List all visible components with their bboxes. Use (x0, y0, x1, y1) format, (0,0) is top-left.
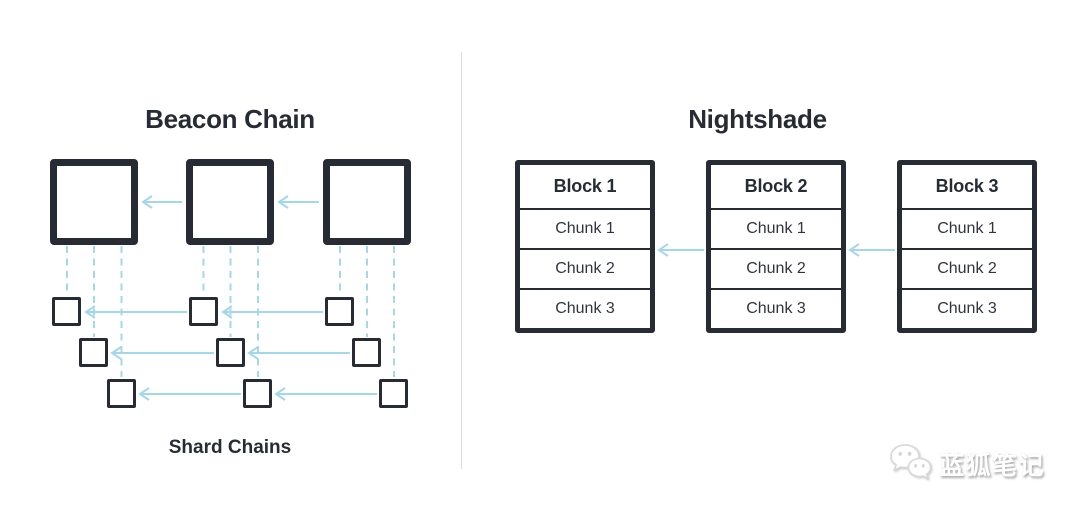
chunk-row: Chunk 2 (711, 250, 841, 290)
nightshade-block-table-3: Block 3 Chunk 1 Chunk 2 Chunk 3 (897, 160, 1037, 333)
nightshade-arrows (657, 243, 895, 257)
watermark: 蓝狐笔记 (888, 443, 1045, 485)
shard-block-r3c2 (243, 379, 272, 408)
beacon-block-3 (323, 159, 411, 245)
beacon-block-2 (186, 159, 274, 245)
shard-block-r2c2 (216, 338, 245, 367)
chunk-row: Chunk 3 (555, 300, 615, 317)
chunk-row: Chunk 2 (902, 250, 1032, 290)
chunk-row: Chunk 3 (746, 300, 806, 317)
chunk-row: Chunk 3 (937, 300, 997, 317)
section-divider (461, 52, 462, 469)
shard-row1-arrows (84, 305, 323, 319)
watermark-text: 蓝狐笔记 (939, 452, 1046, 480)
beacon-chain-arrows (141, 195, 319, 209)
nightshade-block-table-2: Block 2 Chunk 1 Chunk 2 Chunk 3 (706, 160, 846, 333)
shard-row3-arrows (138, 387, 377, 401)
shard-block-r2c1 (79, 338, 108, 367)
wechat-chat-bubbles-icon (890, 444, 932, 480)
beacon-block-1 (50, 159, 138, 245)
block-title: Block 2 (711, 165, 841, 210)
chunk-row: Chunk 2 (520, 250, 650, 290)
block-title: Block 3 (902, 165, 1032, 210)
shard-block-r2c3 (352, 338, 381, 367)
beacon-chain-title: Beacon Chain (145, 103, 315, 134)
shard-block-r3c3 (379, 379, 408, 408)
shard-block-r1c3 (325, 297, 354, 326)
shard-chains-label: Shard Chains (168, 437, 292, 458)
shard-block-r1c1 (52, 297, 81, 326)
chunk-row: Chunk 1 (711, 210, 841, 250)
nightshade-block-table-1: Block 1 Chunk 1 Chunk 2 Chunk 3 (515, 160, 655, 333)
shard-row2-arrows (110, 346, 350, 360)
shard-block-r3c1 (107, 379, 136, 408)
nightshade-title: Nightshade (688, 103, 827, 134)
chunk-row: Chunk 1 (902, 210, 1032, 250)
chunk-row: Chunk 1 (520, 210, 650, 250)
block-title: Block 1 (520, 165, 650, 210)
shard-block-r1c2 (189, 297, 218, 326)
